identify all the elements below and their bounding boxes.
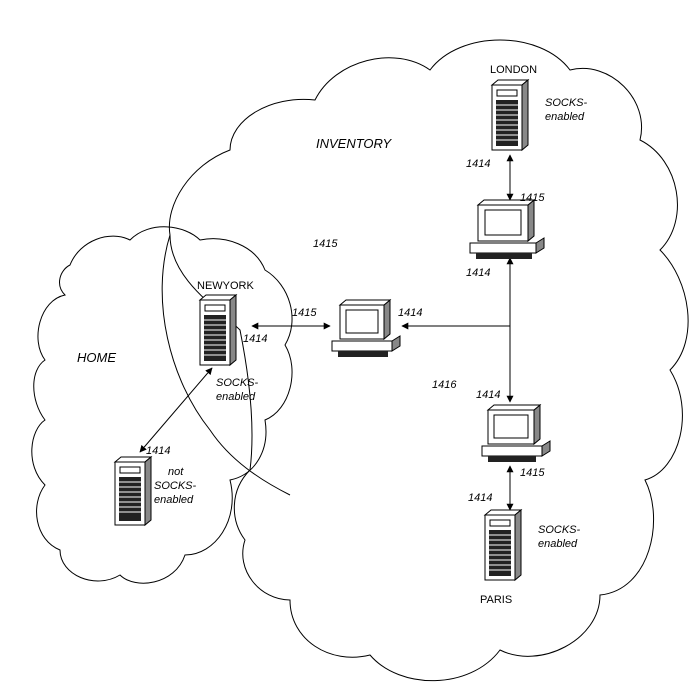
port-top-pc-out: 1414 bbox=[466, 267, 490, 279]
port-bottom-pc-in: 1414 bbox=[476, 389, 500, 401]
top-workstation-icon bbox=[469, 198, 545, 259]
port-bottom-pc-out: 1415 bbox=[520, 467, 545, 479]
london-server-icon bbox=[490, 78, 530, 152]
paris-server-icon bbox=[483, 508, 523, 582]
london-socks-label: SOCKS- enabled bbox=[545, 97, 590, 123]
port-newyork: 1414 bbox=[243, 333, 267, 345]
london-label: LONDON bbox=[490, 64, 537, 76]
newyork-to-home-server-link bbox=[139, 367, 213, 453]
home-cluster-cloud bbox=[31, 226, 293, 584]
port-center-pc-right: 1414 bbox=[398, 307, 422, 319]
port-newyork-left: 1415 bbox=[292, 307, 317, 319]
port-london-out: 1414 bbox=[466, 158, 490, 170]
home-server-socks-label: not SOCKS- enabled bbox=[154, 466, 199, 506]
newyork-server-icon bbox=[198, 293, 238, 367]
home-server-icon bbox=[113, 455, 153, 527]
inventory-cluster-cloud bbox=[168, 39, 689, 682]
inventory-cluster-label: INVENTORY bbox=[316, 136, 392, 151]
port-cloud-mid: 1415 bbox=[313, 238, 338, 250]
port-home-server: 1414 bbox=[146, 445, 170, 457]
newyork-socks-label: SOCKS- enabled bbox=[216, 377, 261, 403]
paris-socks-label: SOCKS- enabled bbox=[538, 524, 583, 550]
port-paris-in: 1414 bbox=[468, 492, 492, 504]
paris-label: PARIS bbox=[480, 594, 512, 606]
center-workstation-icon bbox=[331, 298, 401, 357]
home-cluster-label: HOME bbox=[77, 350, 116, 365]
bottom-workstation-icon bbox=[481, 403, 551, 462]
port-cloud-low: 1416 bbox=[432, 379, 457, 391]
port-top-pc-in: 1415 bbox=[520, 192, 545, 204]
newyork-label: NEWYORK bbox=[197, 280, 255, 292]
